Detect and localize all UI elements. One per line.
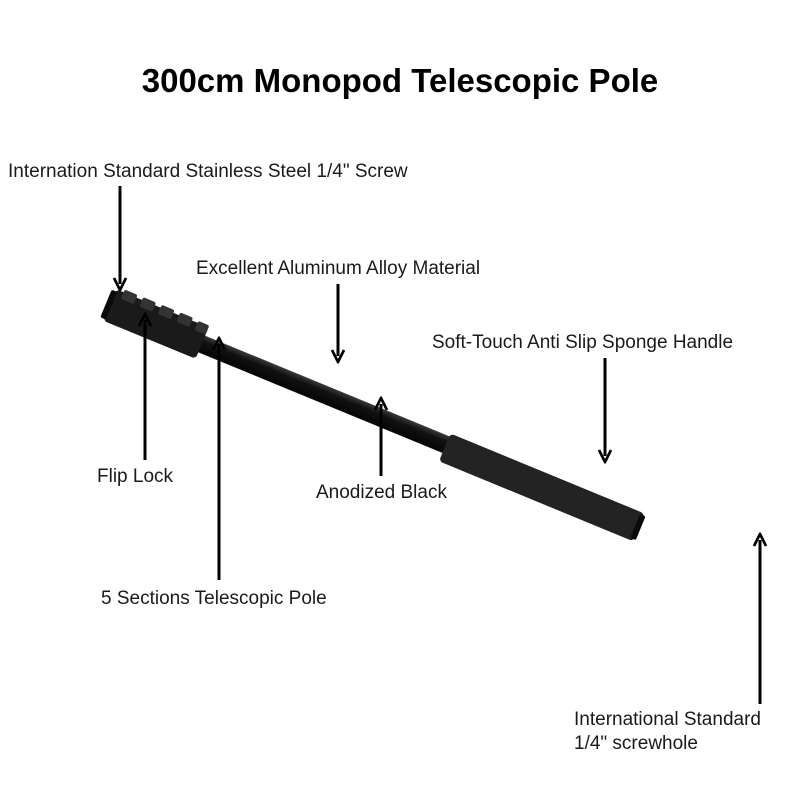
label-screwhole-line-1: International Standard (574, 709, 761, 730)
sponge-handle (440, 434, 644, 541)
label-telescopic-sections: 5 Sections Telescopic Pole (101, 588, 327, 609)
label-aluminum-alloy: Excellent Aluminum Alloy Material (196, 258, 481, 279)
label-stainless-screw: Internation Standard Stainless Steel 1/4… (8, 161, 408, 182)
diagram-title: 300cm Monopod Telescopic Pole (141, 62, 659, 99)
flip-lock-clip-1 (121, 290, 138, 304)
flip-lock-section (104, 290, 208, 358)
monopod-pole (100, 290, 646, 541)
top-screw-cap (100, 290, 117, 319)
bottom-screwhole-cap (630, 514, 646, 540)
label-anodized-black: Anodized Black (316, 482, 447, 503)
flip-lock-clip-4 (176, 312, 193, 327)
telescopic-tube (184, 330, 467, 460)
flip-lock-clip-5 (195, 321, 209, 335)
label-sponge-handle: Soft-Touch Anti Slip Sponge Handle (432, 332, 734, 353)
label-screwhole-line-2: 1/4" screwhole (574, 733, 698, 754)
label-flip-lock: Flip Lock (97, 466, 174, 487)
label-screwhole: International Standard 1/4" screwhole (574, 708, 761, 756)
flip-lock-clip-3 (158, 305, 175, 319)
flip-lock-clip-2 (139, 297, 156, 312)
